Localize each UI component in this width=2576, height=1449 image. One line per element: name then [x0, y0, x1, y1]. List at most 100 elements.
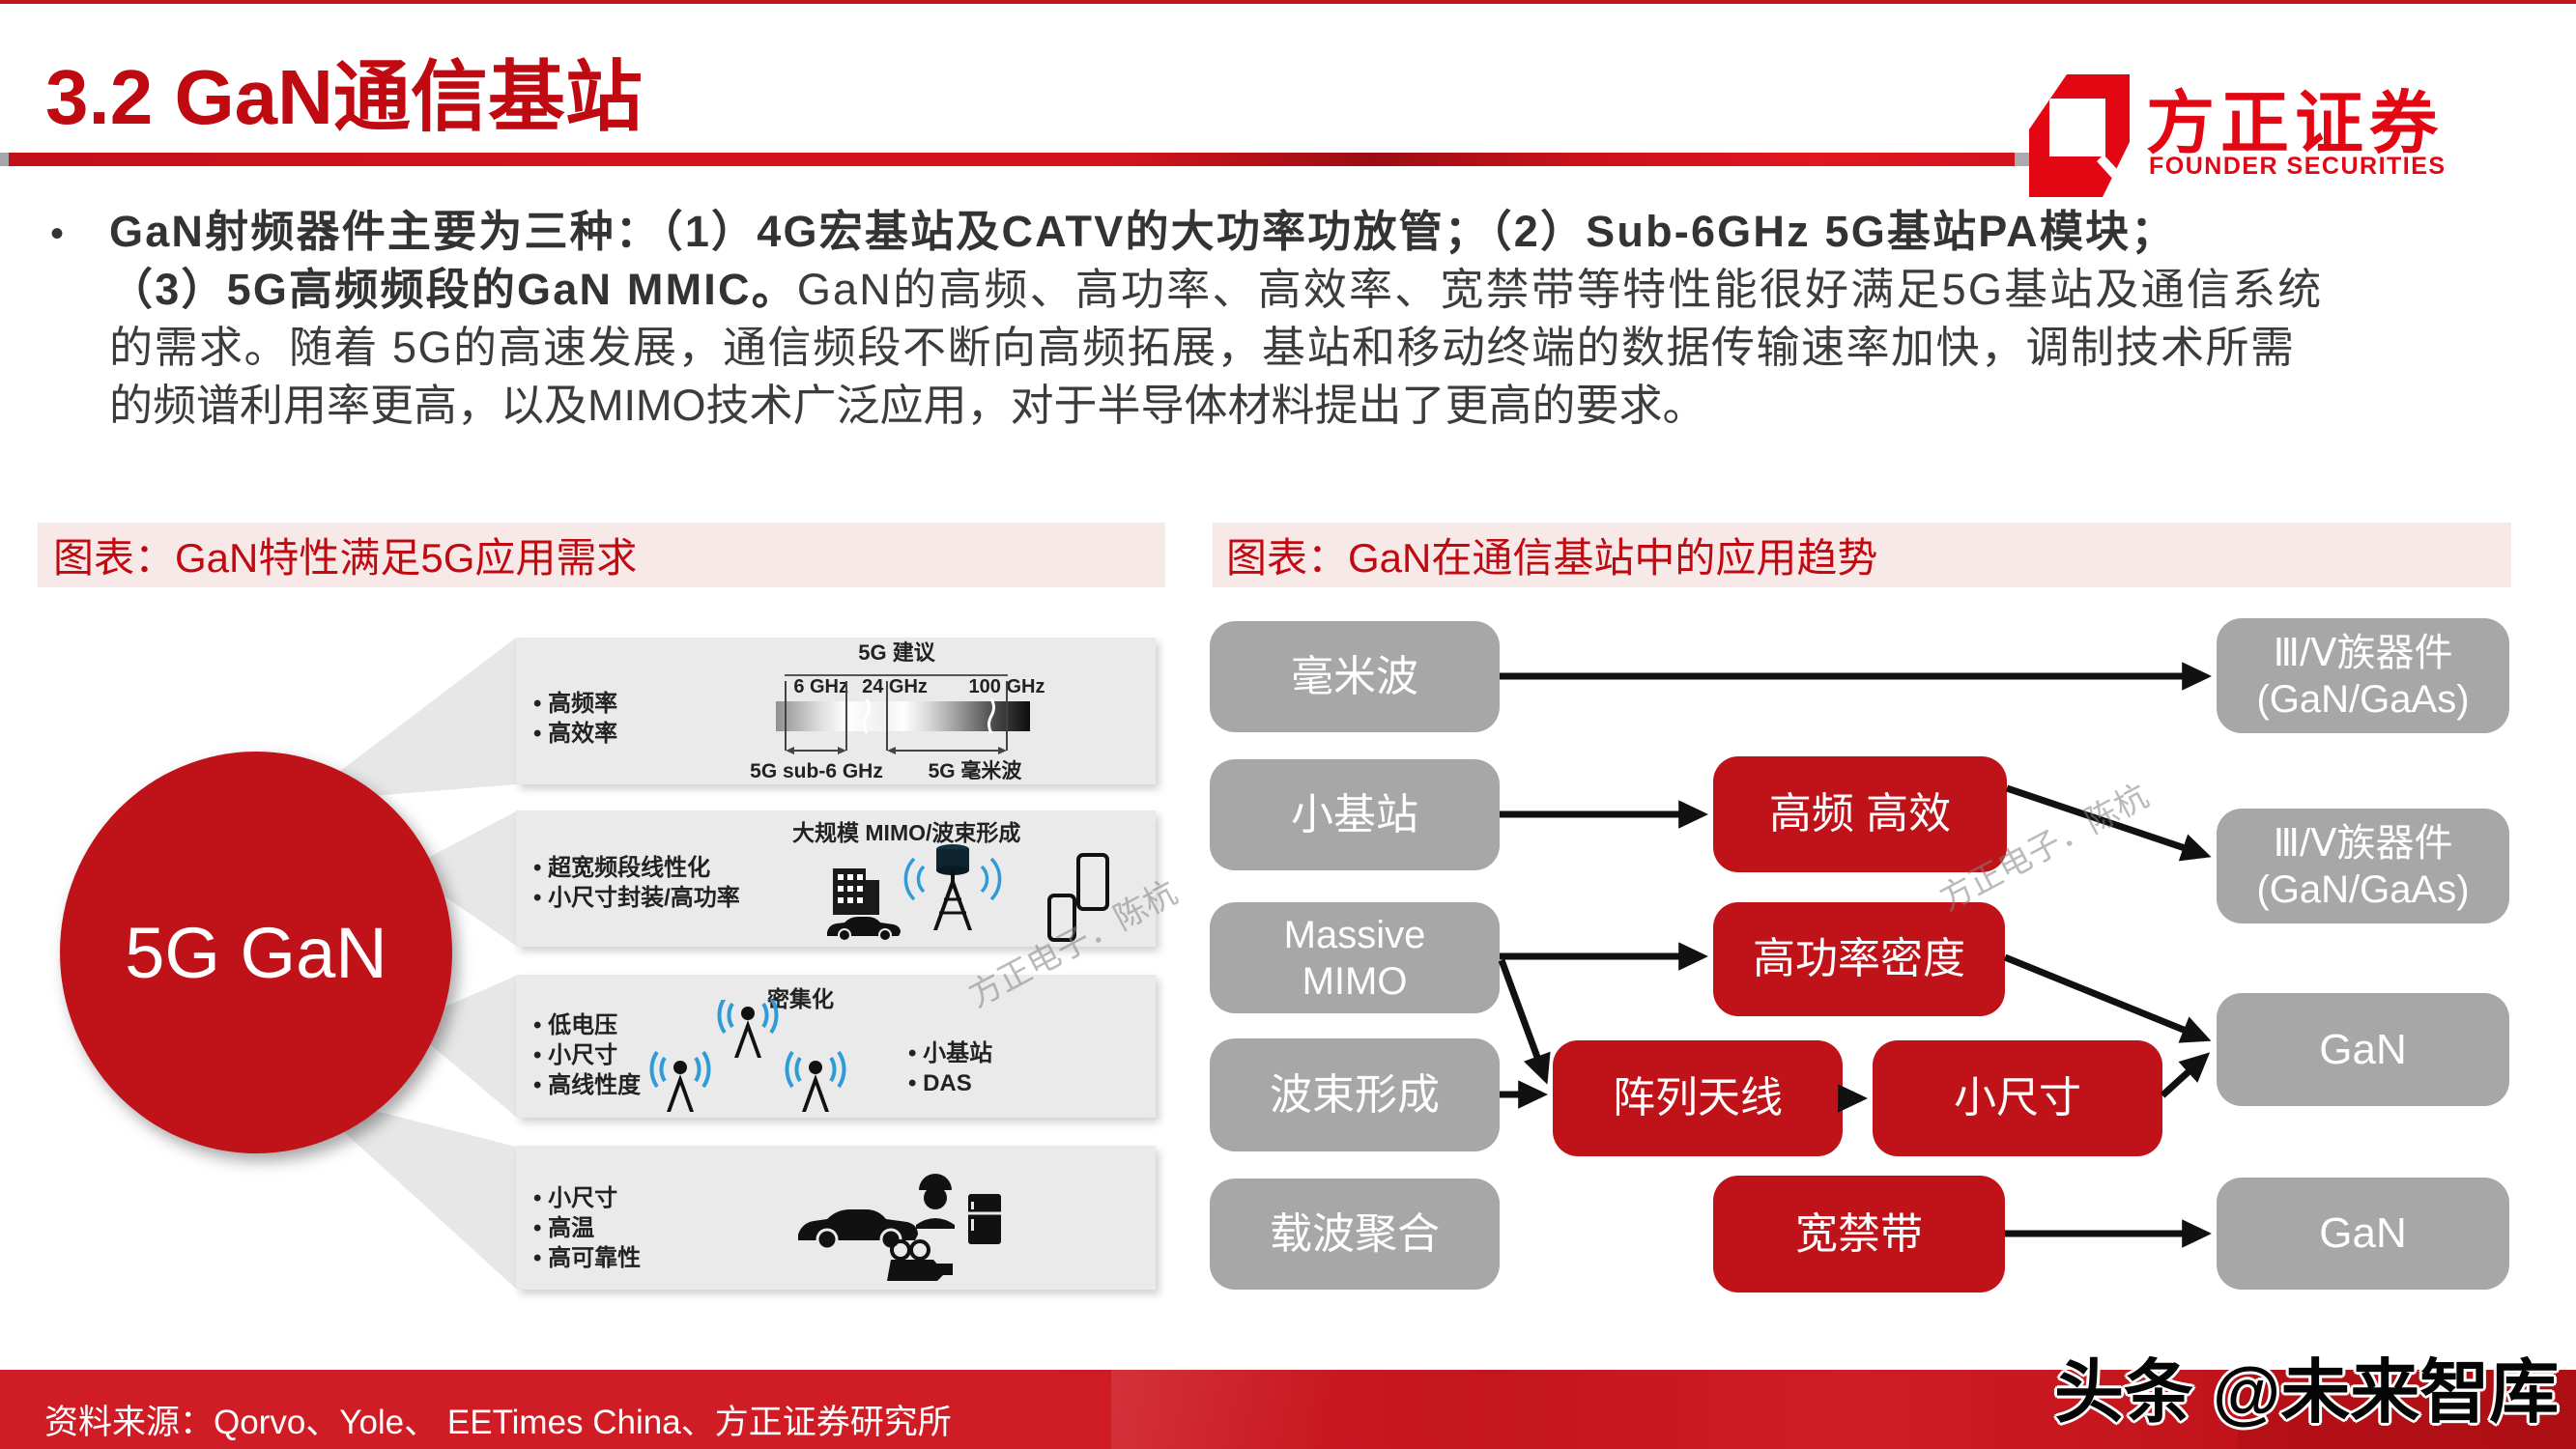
figure-title-left: 图表：GaN特性满足5G应用需求: [38, 523, 1165, 587]
video-camera-icon: [887, 1239, 953, 1281]
mimo-tower-icon: [933, 844, 972, 930]
phones-icon: [1047, 853, 1109, 942]
spectrum-tick24: 24 GHz: [862, 676, 928, 697]
car-icon: [827, 917, 901, 942]
footer-bar-shard: [2238, 1370, 2576, 1449]
panel4-bullet-2: 高温: [533, 1213, 641, 1243]
para-line4: 的频谱利用率更高，以及MIMO技术广泛应用，对于半导体材料提出了更高的要求。: [109, 381, 1706, 430]
flow-left-massive-mimo: Massive MIMO: [1210, 902, 1500, 1013]
footer-source-text: 资料来源：Qorvo、Yole、 EETimes China、方正证券研究所: [44, 1404, 952, 1441]
callout-wedges: [300, 638, 516, 1289]
spectrum-tick6: 6 GHz: [793, 676, 848, 697]
figure-title-left-text: 图表：GaN特性满足5G应用需求: [53, 535, 638, 581]
small-cell-towers-icon: [649, 1000, 846, 1112]
flow-right-gan-2: GaN: [2217, 1178, 2509, 1290]
panel3-bullet-3: 高线性度: [533, 1070, 641, 1100]
flow-right-iii-v-2: Ⅲ/Ⅴ族器件(GaN/GaAs): [2217, 809, 2509, 923]
watermark-bottom: 头条 @未来智库: [2054, 1354, 2560, 1432]
panel4-bullets: 小尺寸 高温 高可靠性: [533, 1183, 641, 1273]
spectrum-title: 5G 建议: [858, 640, 935, 665]
panel1-bullets: 高频率 高效率: [533, 689, 617, 749]
para-line2-bold: （3）5G高频频段的GaN MMIC。: [109, 265, 797, 314]
flow-mid-power-density-label: 高功率密度: [1753, 935, 1965, 982]
flow-right-iii-v-2-line1: Ⅲ/Ⅴ族器件: [2273, 821, 2453, 865]
center-circle: 5G GaN: [60, 752, 452, 1153]
founder-securities-logo-icon: [2029, 74, 2132, 197]
flow-left-carrier-aggregation-label: 载波聚合: [1270, 1209, 1440, 1258]
flow-right-gan-1-label: GaN: [2319, 1025, 2407, 1073]
spectrum-mmwave-label: 5G 毫米波: [929, 759, 1023, 782]
flow-left-beamforming-label: 波束形成: [1270, 1070, 1440, 1119]
panel4-bullet-1: 小尺寸: [533, 1183, 641, 1213]
footer-bar: [0, 1370, 2576, 1449]
flow-right-iii-v-2-line2: (GaN/GaAs): [2256, 867, 2470, 911]
figure-title-right-text: 图表：GaN在通信基站中的应用趋势: [1226, 535, 1878, 581]
building-icon: [833, 868, 879, 915]
panel3-caption: 密集化: [767, 986, 834, 1011]
flow-right-iii-v-1: Ⅲ/Ⅴ族器件(GaN/GaAs): [2217, 618, 2509, 733]
flow-left-massive-mimo-label: Massive MIMO: [1283, 913, 1426, 1003]
panel1-bullet-2: 高效率: [533, 719, 617, 749]
flow-right-iii-v-1-line2: (GaN/GaAs): [2256, 677, 2470, 721]
feature-panel-2: 大规模 MIMO/波束形成 超宽频段线性化 小尺寸封装/高功率: [516, 810, 1156, 947]
spectrum-sub6-label: 5G sub-6 GHz: [750, 760, 883, 782]
flow-left-smallcell: 小基站: [1210, 759, 1500, 870]
fridge-icon: [968, 1194, 1001, 1244]
logo-en-text: FOUNDER SECURITIES: [2149, 153, 2447, 180]
flow-right-gan-1: GaN: [2217, 993, 2509, 1106]
flow-left-mmwave-label: 毫米波: [1291, 652, 1418, 700]
antenna-tower-icon: [717, 1000, 779, 1058]
panel2-bullet-1: 超宽频段线性化: [533, 853, 740, 883]
flow-left-carrier-aggregation: 载波聚合: [1210, 1179, 1500, 1290]
panel3-side-bullet-2: DAS: [908, 1068, 992, 1098]
panel2-bullets: 超宽频段线性化 小尺寸封装/高功率: [533, 853, 740, 913]
antenna-tower-icon: [785, 1050, 846, 1112]
para-line1-wrap: GaN射频器件主要为三种：（1）4G宏基站及CATV的大功率功放管；（2）Sub…: [109, 203, 2457, 261]
mimo-graphic: [827, 844, 1109, 942]
panel3-bullet-1: 低电压: [533, 1010, 641, 1040]
logo-cn-text: 方正证券: [2146, 86, 2445, 162]
flow-mid-wide-bandgap-label: 宽禁带: [1795, 1209, 1923, 1258]
flow-mid-small-size: 小尺寸: [1873, 1040, 2162, 1156]
flow-right-iii-v-1-line1: Ⅲ/Ⅴ族器件: [2273, 631, 2453, 674]
flow-mid-highfreq: 高频 高效: [1713, 756, 2007, 872]
panel1-bullet-1: 高频率: [533, 689, 617, 719]
center-circle-label: 5G GaN: [125, 912, 387, 993]
flow-left-beamforming: 波束形成: [1210, 1038, 1500, 1151]
divider-gray-stub: [0, 153, 9, 166]
flow-arrows: [1498, 662, 2212, 1248]
para-line2-regular: GaN的高频、高功率、高效率、宽禁带等特性能很好满足5G基站及通信系统: [796, 265, 2324, 314]
flow-mid-array-antenna-label: 阵列天线: [1613, 1074, 1783, 1122]
page-title: 3.2 GaN通信基站: [45, 54, 643, 140]
flow-right-iii-v-1-text: Ⅲ/Ⅴ族器件(GaN/GaAs): [2256, 630, 2469, 723]
feature-panel-3: 密集化 低电压 小尺寸 高线性度 小基站 DAS: [516, 975, 1156, 1118]
radio-waves-icon: [903, 857, 1002, 901]
flow-mid-power-density: 高功率密度: [1713, 902, 2005, 1016]
panel2-caption: 大规模 MIMO/波束形成: [792, 820, 1021, 845]
flow-left-smallcell-label: 小基站: [1291, 790, 1418, 838]
antenna-tower-icon: [649, 1050, 711, 1112]
para-line1: GaN射频器件主要为三种：（1）4G宏基站及CATV的大功率功放管；（2）Sub…: [109, 207, 2177, 256]
divider-line: [9, 153, 2015, 166]
flow-left-mmwave: 毫米波: [1210, 621, 1500, 732]
panel2-bullet-2: 小尺寸封装/高功率: [533, 883, 740, 913]
panel3-side-bullet-1: 小基站: [908, 1038, 992, 1068]
flow-mid-wide-bandgap: 宽禁带: [1713, 1176, 2005, 1293]
para-line3: 的需求。随着 5G的高速发展，通信频段不断向高频拓展，基站和移动终端的数据传输速…: [109, 323, 2296, 372]
flow-mid-array-antenna: 阵列天线: [1553, 1040, 1843, 1156]
intro-paragraph: GaN射频器件主要为三种：（1）4G宏基站及CATV的大功率功放管；（2）Sub…: [109, 203, 2457, 435]
footer-bar-shard: [1111, 1370, 1478, 1449]
panel3-bullet-2: 小尺寸: [533, 1040, 641, 1070]
paragraph-bullet: •: [50, 213, 65, 255]
feature-panel-1: 高频率 高效率 5G 建议 6 GHz 24 GHz: [516, 638, 1156, 784]
flow-mid-highfreq-label: 高频 高效: [1768, 790, 1952, 838]
figure-title-right: 图表：GaN在通信基站中的应用趋势: [1213, 523, 2511, 587]
panel4-bullet-3: 高可靠性: [533, 1243, 641, 1273]
flow-right-gan-2-label: GaN: [2319, 1209, 2407, 1257]
para-line2-wrap: （3）5G高频频段的GaN MMIC。GaN的高频、高功率、高效率、宽禁带等特性…: [109, 261, 2457, 319]
flow-mid-small-size-label: 小尺寸: [1954, 1074, 2081, 1122]
feature-panel-4: 小尺寸 高温 高可靠性: [516, 1146, 1156, 1290]
applications-graphic: [798, 1174, 1001, 1281]
spectrum-graphic: 5G 建议 6 GHz 24 GHz 100 GHz 5G sub-6 GHz …: [750, 640, 1045, 782]
